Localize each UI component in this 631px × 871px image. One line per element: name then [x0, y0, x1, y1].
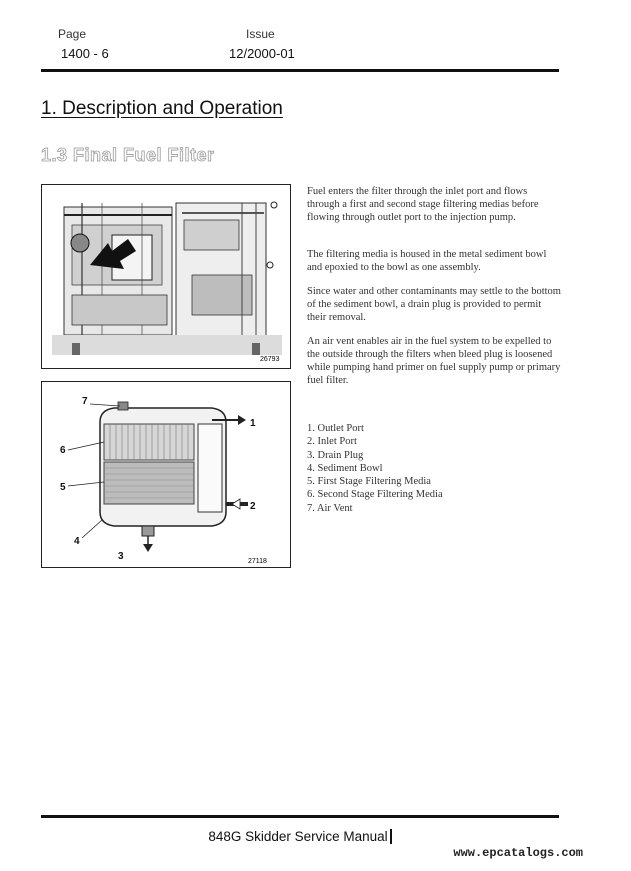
legend-item: 1. Outlet Port: [307, 423, 364, 434]
parts-legend: 1. Outlet Port 2. Inlet Port 3. Drain Pl…: [307, 422, 567, 515]
issue-label: Issue: [246, 27, 275, 41]
callout-6: 6: [60, 445, 66, 456]
section-title: 1. Description and Operation: [41, 98, 283, 119]
callout-7: 7: [82, 396, 88, 407]
fuel-filter-diagram: 7 1 6 5 2 4 3 27118: [41, 381, 291, 568]
page-label: Page: [58, 27, 87, 41]
header-rule: [41, 69, 559, 72]
page-number: 1400 - 6: [61, 46, 109, 61]
callout-2: 2: [250, 501, 256, 512]
legend-item: 5. First Stage Filtering Media: [307, 476, 431, 488]
footer-rule: [41, 815, 559, 818]
fuel-filter-illustration: 7 1 6 5 2 4 3 27118: [42, 382, 290, 567]
footer-manual-title: 848G Skidder Service Manual: [0, 829, 600, 844]
paragraph-drain: Since water and other contaminants may s…: [307, 286, 561, 323]
legend-item: 3. Drain Plug: [307, 449, 364, 461]
legend-item: 4. Sediment Bowl: [307, 462, 383, 474]
engine-photo-number: 26793: [260, 356, 280, 363]
section-subtitle: 1.3 Final Fuel Filter: [41, 145, 215, 166]
paragraph-filter-media: The filtering media is housed in the met…: [307, 249, 547, 273]
callout-4: 4: [74, 536, 80, 547]
legend-item: 7. Air Vent: [307, 502, 353, 514]
paragraph-fuel-flow: Fuel enters the filter through the inlet…: [307, 186, 539, 223]
footer-manual-title-text: 848G Skidder Service Manual: [208, 829, 392, 844]
engine-photo-figure: 26793: [41, 184, 291, 369]
filter-diagram-number: 27118: [248, 558, 267, 565]
engine-photo-illustration: 26793: [42, 185, 290, 368]
legend-item: 2. Inlet Port: [307, 436, 357, 448]
callout-1: 1: [250, 418, 256, 429]
issue-number: 12/2000-01: [229, 46, 295, 61]
legend-item: 6. Second Stage Filtering Media: [307, 489, 443, 501]
callout-5: 5: [60, 482, 66, 493]
paragraph-air-vent: An air vent enables air in the fuel syst…: [307, 336, 561, 386]
callout-3: 3: [118, 551, 124, 562]
watermark: www.epcatalogs.com: [453, 846, 583, 860]
